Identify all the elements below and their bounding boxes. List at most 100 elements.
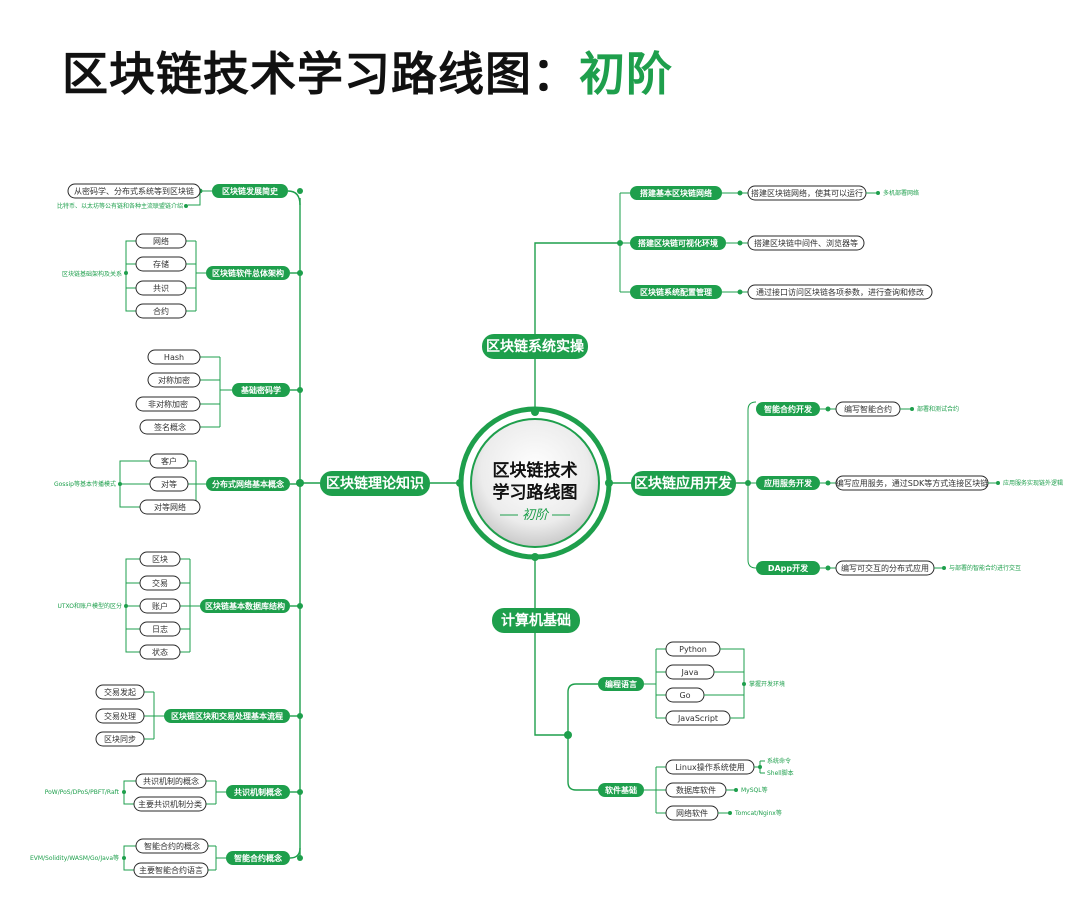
appdev-item-2-note: 应用服务实现链外逻辑 [1003, 479, 1063, 487]
appdev-item-1-label: 智能合约开发 [764, 404, 813, 414]
practice-item-2-label: 搭建区块链可视化环境 [638, 238, 718, 248]
branch-arch: 区块链软件总体架构 网络 存储 共识 合约 区块链基础架构及关系 [62, 233, 290, 319]
appdev-item-1: 智能合约开发 编写智能合约 部署和测试合约 [756, 401, 959, 417]
practice-item-1: 搭建基本区块链网络 搭建区块链网络，使其可以运行 多机部署网络 [630, 185, 919, 201]
flow-leaf-initiate: 交易发起 [104, 687, 136, 697]
appdev-item-1-leaf: 编写智能合约 [844, 404, 892, 414]
appdev-trunk [605, 401, 757, 569]
computer-soft-label: 软件基础 [605, 785, 637, 795]
arch-leaf-consensus: 共识 [153, 284, 169, 293]
flow-leaf-sync: 区块同步 [104, 734, 136, 744]
branch-arch-label: 区块链软件总体架构 [212, 268, 284, 278]
practice-trunk [531, 192, 630, 416]
history-note: 比特币、以太坊等公有链和各种主流联盟链介绍 [57, 202, 183, 210]
page-title-main: 区块链技术学习路线图： [62, 47, 579, 101]
branch-data: 区块链基本数据库结构 区块 交易 账户 日志 状态 UTXO和账户模型的区分 [57, 551, 290, 660]
consensus-leaf-concept: 共识机制的概念 [143, 776, 199, 786]
data-leaf-account: 账户 [152, 601, 168, 611]
data-leaf-tx: 交易 [152, 578, 168, 588]
appdev-item-3-leaf: 编写可交互的分布式应用 [841, 563, 929, 573]
crypto-leaf-signature: 签名概念 [154, 422, 186, 432]
left-trunk [287, 188, 464, 861]
appdev-item-3: DApp开发 编写可交互的分布式应用 与部署的智能合约进行交互 [756, 560, 1021, 576]
network-leaf-peer: 对等 [161, 479, 177, 489]
appdev-item-3-label: DApp开发 [768, 563, 809, 573]
data-leaf-state: 状态 [152, 647, 168, 657]
lang-leaf-java: Java [681, 668, 699, 677]
lang-leaf-go: Go [679, 691, 690, 700]
center-line2: 学习路线图 [493, 482, 578, 503]
practice-item-1-note: 多机部署网络 [883, 189, 919, 197]
data-leaf-log: 日志 [152, 624, 168, 634]
center-sub: 初阶 [522, 508, 550, 523]
computer-lang: 编程语言 Python Java Go JavaScript 掌握开发环境 [598, 641, 785, 726]
appdev-item-3-note: 与部署的智能合约进行交互 [949, 564, 1021, 572]
branch-crypto-label: 基础密码学 [240, 385, 281, 395]
data-leaf-block: 区块 [152, 554, 168, 564]
practice-item-2-leaf: 搭建区块链中间件、浏览器等 [754, 238, 858, 248]
practice-item-1-label: 搭建基本区块链网络 [640, 188, 712, 198]
network-note: Gossip等基本传播模式 [54, 480, 116, 488]
soft-note-mysql: MySQL等 [741, 786, 768, 794]
soft-note-tomcat: Tomcat/Nginx等 [734, 809, 782, 817]
computer-lang-label: 编程语言 [605, 679, 637, 689]
appdev-item-1-note: 部署和测试合约 [917, 405, 959, 413]
branch-consensus-label: 共识机制概念 [234, 787, 282, 797]
main-node-appdev: 区块链应用开发 [631, 471, 736, 496]
arch-leaf-storage: 存储 [153, 259, 169, 269]
consensus-leaf-types: 主要共识机制分类 [138, 799, 202, 809]
lang-note: 掌握开发环境 [749, 680, 785, 688]
page-title-highlight: 初阶 [579, 47, 673, 101]
practice-item-3-label: 区块链系统配置管理 [640, 287, 712, 297]
branch-contract: 智能合约概念 智能合约的概念 主要智能合约语言 EVM/Solidity/WAS… [30, 838, 290, 878]
branch-history-label: 区块链发展简史 [222, 186, 279, 196]
crypto-leaf-asymmetric: 非对称加密 [148, 399, 188, 409]
arch-leaf-contract: 合约 [153, 306, 169, 316]
branch-network-label: 分布式网络基本概念 [212, 479, 284, 489]
main-node-practice: 区块链系统实操 [482, 334, 588, 359]
practice-item-2: 搭建区块链可视化环境 搭建区块链中间件、浏览器等 [630, 235, 865, 251]
contract-leaf-concept: 智能合约的概念 [144, 841, 200, 851]
appdev-item-2-label: 应用服务开发 [764, 478, 813, 488]
page-title: 区块链技术学习路线图：初阶 [62, 44, 673, 104]
soft-leaf-network: 网络软件 [676, 808, 708, 818]
branch-consensus: 共识机制概念 共识机制的概念 主要共识机制分类 PoW/PoS/DPoS/PBF… [45, 773, 290, 812]
branch-crypto: 基础密码学 Hash 对称加密 非对称加密 签名概念 [135, 349, 290, 435]
network-leaf-p2p: 对等网络 [154, 502, 186, 512]
consensus-note: PoW/PoS/DPoS/PBFT/Raft [45, 789, 120, 796]
lang-leaf-javascript: JavaScript [677, 714, 718, 723]
practice-item-3-leaf: 通过接口访问区块链各项参数，进行查询和修改 [756, 287, 924, 297]
main-node-appdev-label: 区块链应用开发 [634, 475, 733, 492]
appdev-item-2-leaf: 编写应用服务，通过SDK等方式连接区块链 [836, 478, 988, 488]
lang-leaf-python: Python [679, 645, 707, 654]
arch-leaf-network: 网络 [153, 236, 169, 246]
practice-item-1-leaf: 搭建区块链网络，使其可以运行 [751, 188, 863, 198]
center-node: 区块链技术 学习路线图 初阶 [458, 406, 612, 560]
main-node-practice-label: 区块链系统实操 [486, 338, 585, 355]
soft-note-shell: Shell脚本 [767, 769, 794, 777]
branch-contract-label: 智能合约概念 [234, 853, 282, 863]
soft-leaf-linux: Linux操作系统使用 [675, 762, 745, 772]
main-node-theory-label: 区块链理论知识 [326, 475, 424, 492]
branch-network: 分布式网络基本概念 客户 对等 对等网络 Gossip等基本传播模式 [54, 453, 290, 515]
network-leaf-client: 客户 [161, 456, 177, 466]
crypto-leaf-hash: Hash [164, 353, 184, 362]
branch-flow: 区块链区块和交易处理基本流程 交易发起 交易处理 区块同步 [95, 684, 290, 747]
main-node-computer: 计算机基础 [492, 608, 580, 633]
practice-item-3: 区块链系统配置管理 通过接口访问区块链各项参数，进行查询和修改 [630, 284, 933, 300]
contract-note: EVM/Solidity/WASM/Go/Java等 [30, 854, 119, 862]
soft-note-commands: 系统命令 [767, 757, 791, 765]
data-note: UTXO和账户模型的区分 [57, 602, 122, 610]
flow-leaf-process: 交易处理 [104, 711, 136, 721]
branch-flow-label: 区块链区块和交易处理基本流程 [171, 711, 283, 721]
history-leaf-1: 从密码学、分布式系统等到区块链 [74, 186, 194, 196]
soft-leaf-database: 数据库软件 [676, 785, 716, 795]
computer-trunk [531, 553, 598, 791]
branch-data-label: 区块链基本数据库结构 [205, 601, 285, 611]
arch-note: 区块链基础架构及关系 [62, 270, 122, 278]
computer-soft: 软件基础 Linux操作系统使用 数据库软件 网络软件 系统命令 Shell脚本… [598, 757, 794, 821]
branch-history: 区块链发展简史 从密码学、分布式系统等到区块链 比特币、以太坊等公有链和各种主流… [57, 183, 288, 210]
contract-leaf-languages: 主要智能合约语言 [139, 865, 203, 875]
main-node-theory: 区块链理论知识 [320, 471, 430, 496]
